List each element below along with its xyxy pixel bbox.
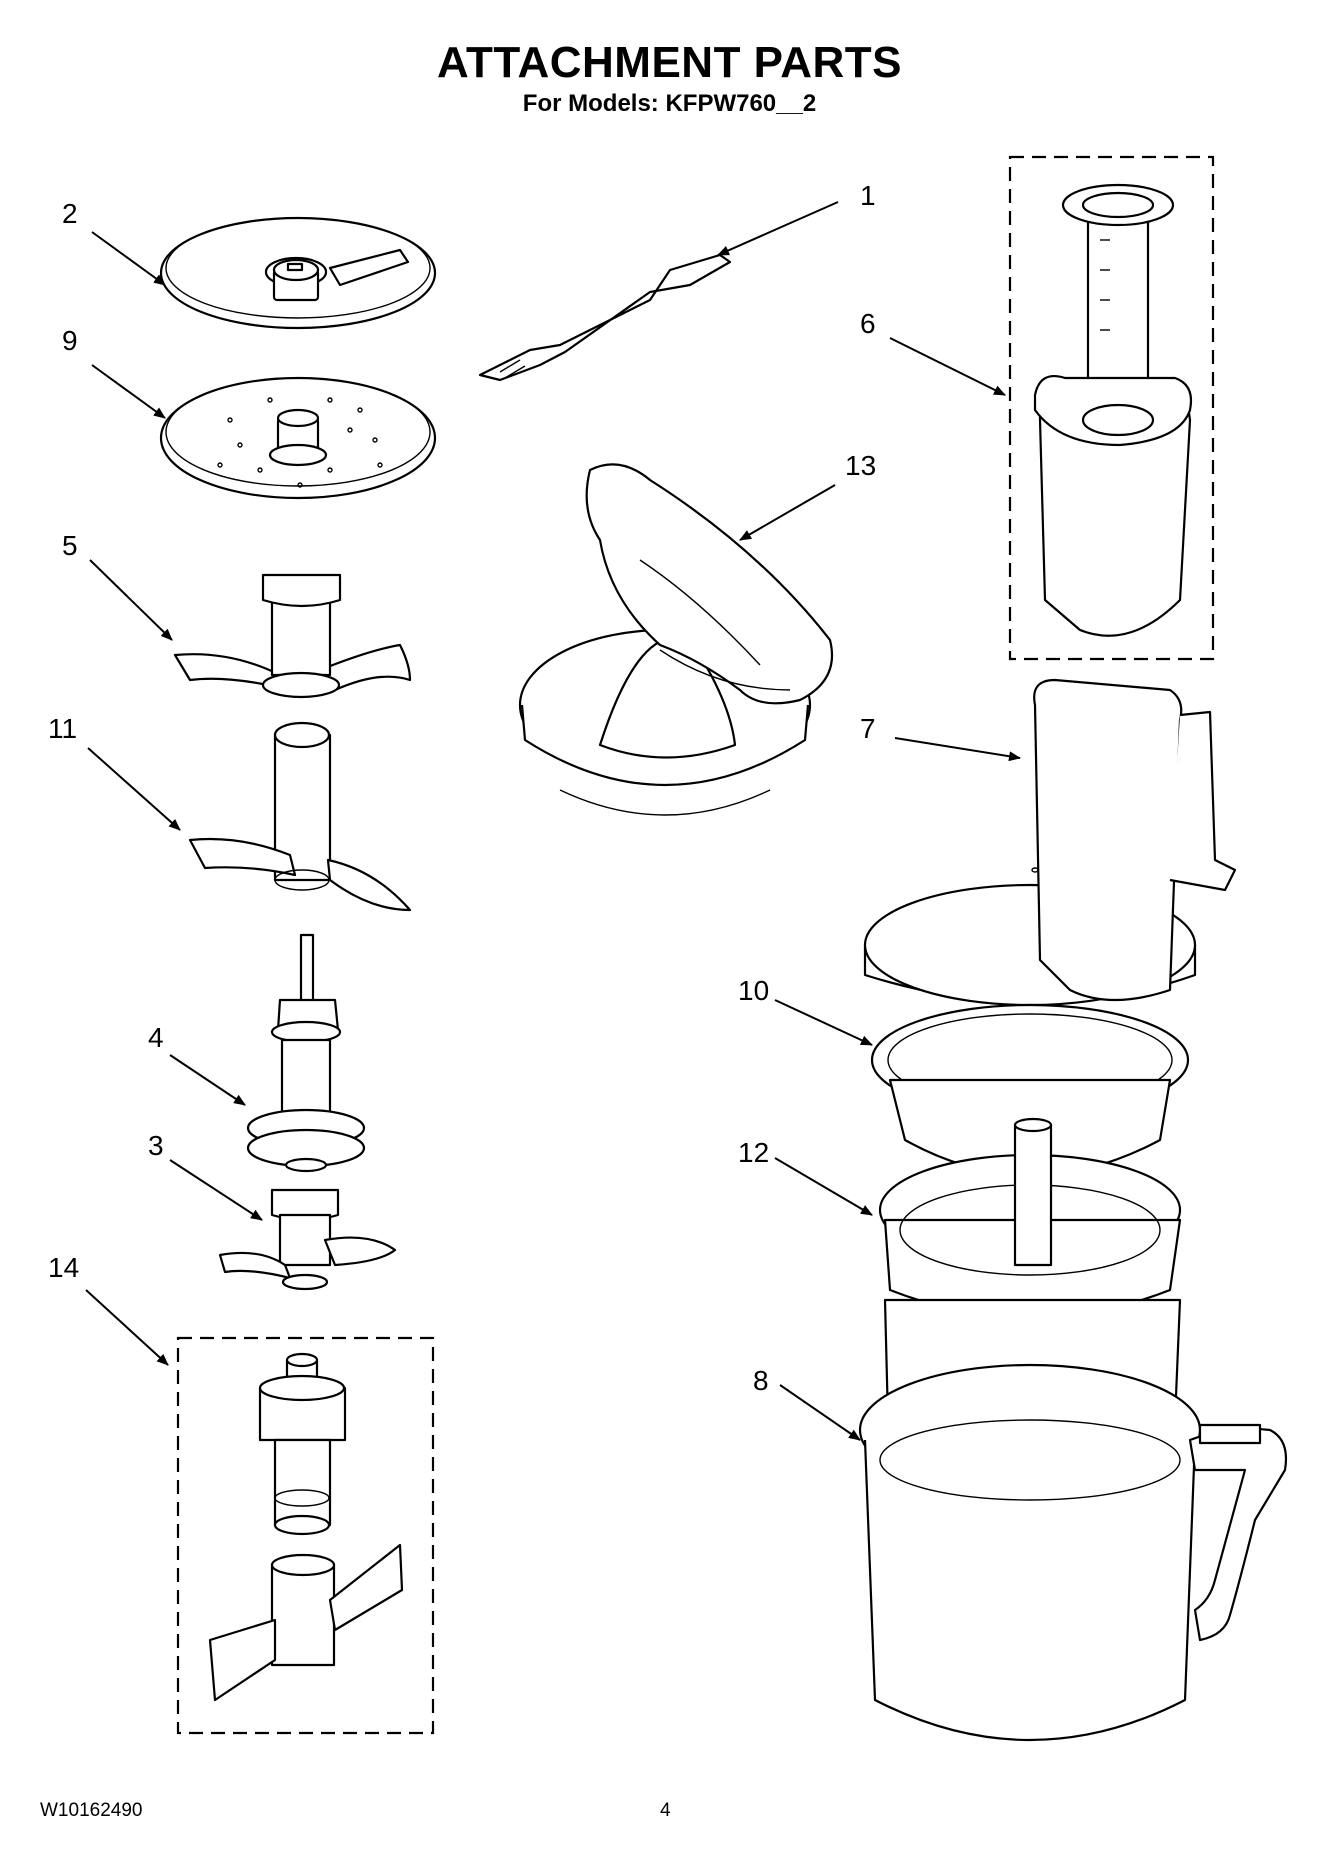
arrow-2 [91, 231, 166, 286]
part-12-mini-bowl [878, 1078, 1182, 1319]
arrow-11 [87, 747, 181, 831]
arrow-5 [89, 559, 173, 641]
callout-6: 6 [860, 308, 876, 339]
callout-7: 7 [860, 713, 876, 744]
callout-13: 13 [845, 450, 877, 481]
arrow-9 [91, 364, 166, 419]
callout-arrows [85, 201, 1021, 1441]
arrow-1 [717, 201, 839, 256]
arrow-7 [894, 737, 1021, 762]
callout-8: 8 [753, 1365, 769, 1396]
callout-11: 11 [48, 713, 78, 744]
callout-4: 4 [148, 1022, 164, 1053]
callout-5: 5 [62, 530, 78, 561]
callout-2: 2 [62, 198, 78, 229]
part-2-slicing-disc [159, 216, 437, 330]
callout-3: 3 [148, 1130, 164, 1161]
arrow-6 [889, 337, 1006, 396]
arrow-12 [774, 1157, 873, 1216]
part-4-drive-adapter [246, 933, 366, 1173]
page-number: 4 [660, 1800, 671, 1821]
arrow-4 [169, 1054, 246, 1106]
page-title: ATTACHMENT PARTS [436, 38, 903, 87]
arrow-8 [779, 1384, 861, 1441]
arrow-14 [85, 1289, 169, 1366]
part-13-citrus-press [518, 463, 834, 816]
models-subtitle: For Models: KFPW760__2 [522, 90, 817, 117]
arrow-13 [739, 484, 836, 541]
part-1-spatula [478, 253, 732, 382]
part-8-work-bowl [858, 1298, 1288, 1741]
part-14-dough-tool [176, 1336, 435, 1735]
part-5-mini-blade [173, 573, 412, 699]
part-9-shredding-disc [159, 376, 437, 500]
callout-12: 12 [738, 1137, 770, 1168]
part-7-lid-feed-tube [863, 678, 1237, 1007]
arrow-3 [169, 1159, 263, 1221]
part-3-mini-blade-small [218, 1188, 397, 1291]
part-11-multipurpose-blade [188, 721, 412, 912]
callout-10: 10 [738, 975, 770, 1006]
arrow-10 [774, 999, 873, 1046]
part-6-food-pusher [1008, 155, 1215, 661]
document-number: W10162490 [40, 1800, 143, 1821]
callout-14: 14 [48, 1252, 80, 1283]
callout-9: 9 [62, 325, 78, 356]
callout-1: 1 [860, 180, 876, 211]
